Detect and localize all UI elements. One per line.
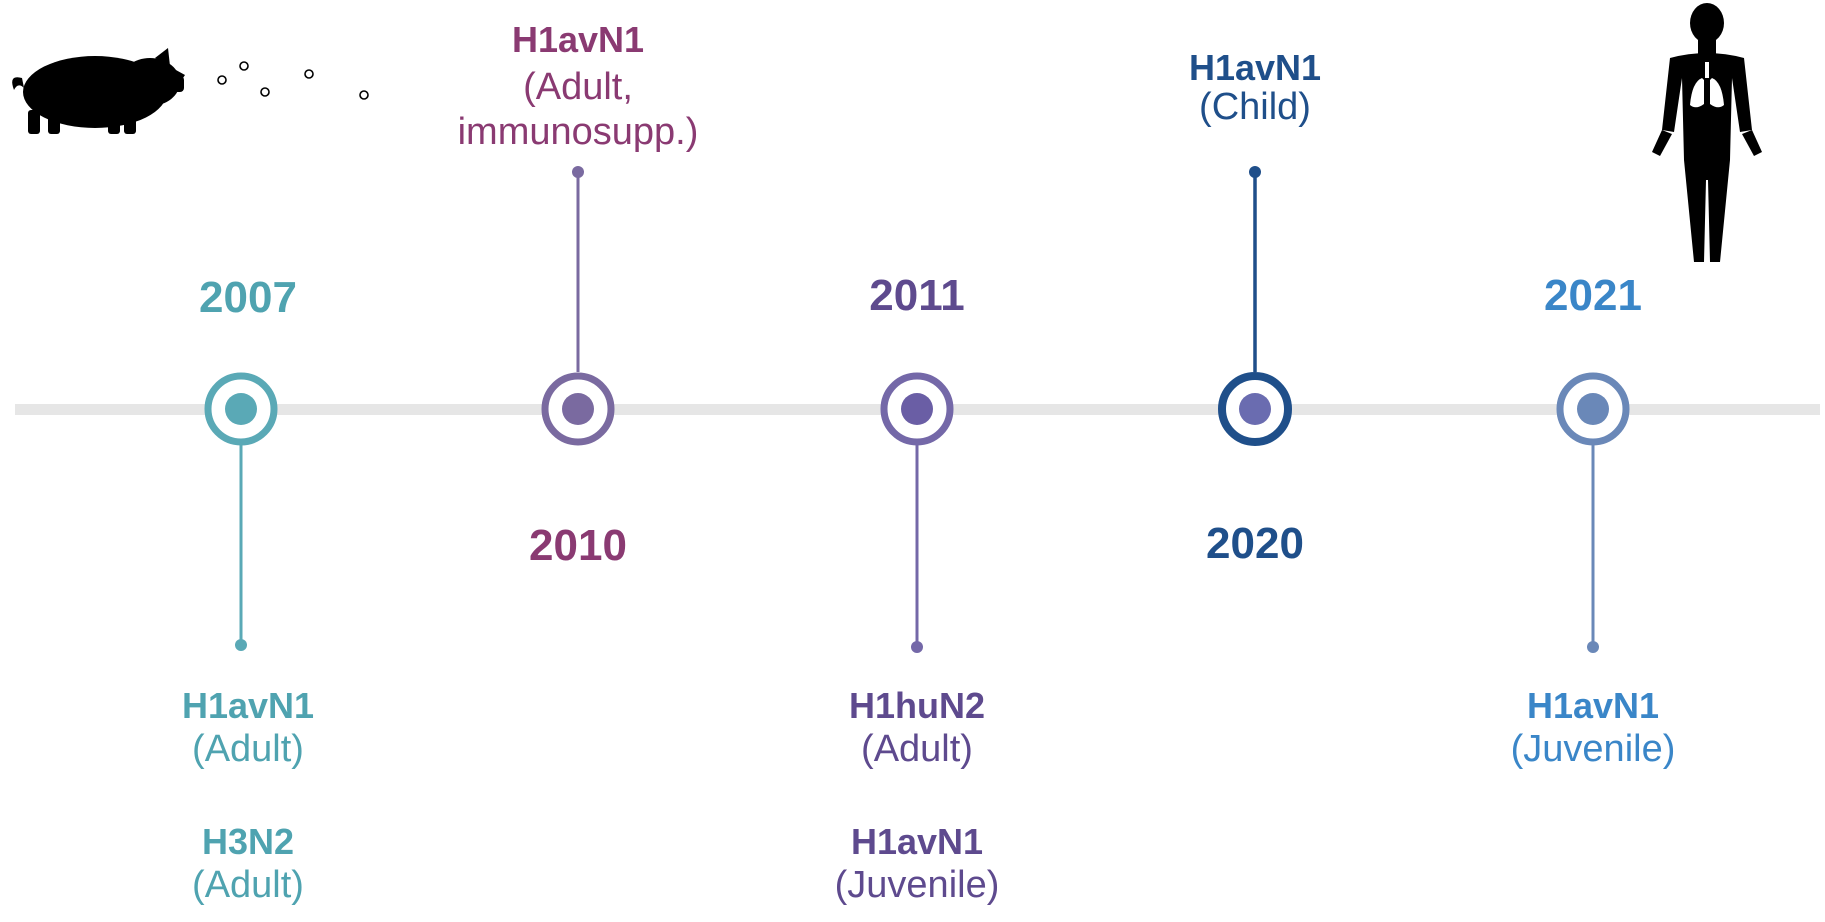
strain-2007-a: H1avN1	[181, 685, 315, 726]
connector-end-2011	[911, 641, 923, 653]
strain-2011-a: H1huN2	[848, 685, 986, 726]
connector-end-2010	[572, 166, 584, 178]
host-2021: (Juvenile)	[1510, 728, 1676, 770]
year-2011: 2011	[869, 271, 965, 320]
strain-2011-b: H1avN1	[850, 821, 984, 862]
marker-2020	[1218, 372, 1292, 446]
marker-2007	[204, 372, 278, 446]
marker-2011	[880, 372, 954, 446]
connector-end-2007	[235, 639, 247, 651]
human-body-icon	[1652, 3, 1762, 262]
year-2010: 2010	[529, 521, 627, 570]
connector-end-2020	[1249, 166, 1261, 178]
pig-icon	[12, 48, 185, 134]
connector-end-2021	[1587, 641, 1599, 653]
virus-particles-icon	[217, 61, 369, 100]
marker-2021	[1556, 372, 1630, 446]
strain-2007-b: H3N2	[201, 821, 295, 862]
strain-2021: H1avN1	[1526, 685, 1660, 726]
host-2010-line2: immunosupp.)	[457, 111, 699, 153]
strain-2020: H1avN1	[1188, 47, 1322, 88]
year-2020: 2020	[1206, 519, 1304, 568]
strain-2010: H1avN1	[511, 19, 645, 60]
host-2011-b: (Juvenile)	[834, 864, 1000, 906]
host-2010-line1: (Adult,	[523, 66, 633, 108]
host-2007-b: (Adult)	[192, 864, 304, 906]
year-2007: 2007	[199, 273, 297, 322]
host-2011-a: (Adult)	[861, 728, 973, 770]
year-2021: 2021	[1544, 271, 1642, 320]
host-2007-a: (Adult)	[192, 728, 304, 770]
marker-2010	[541, 372, 615, 446]
host-2020: (Child)	[1199, 86, 1311, 128]
